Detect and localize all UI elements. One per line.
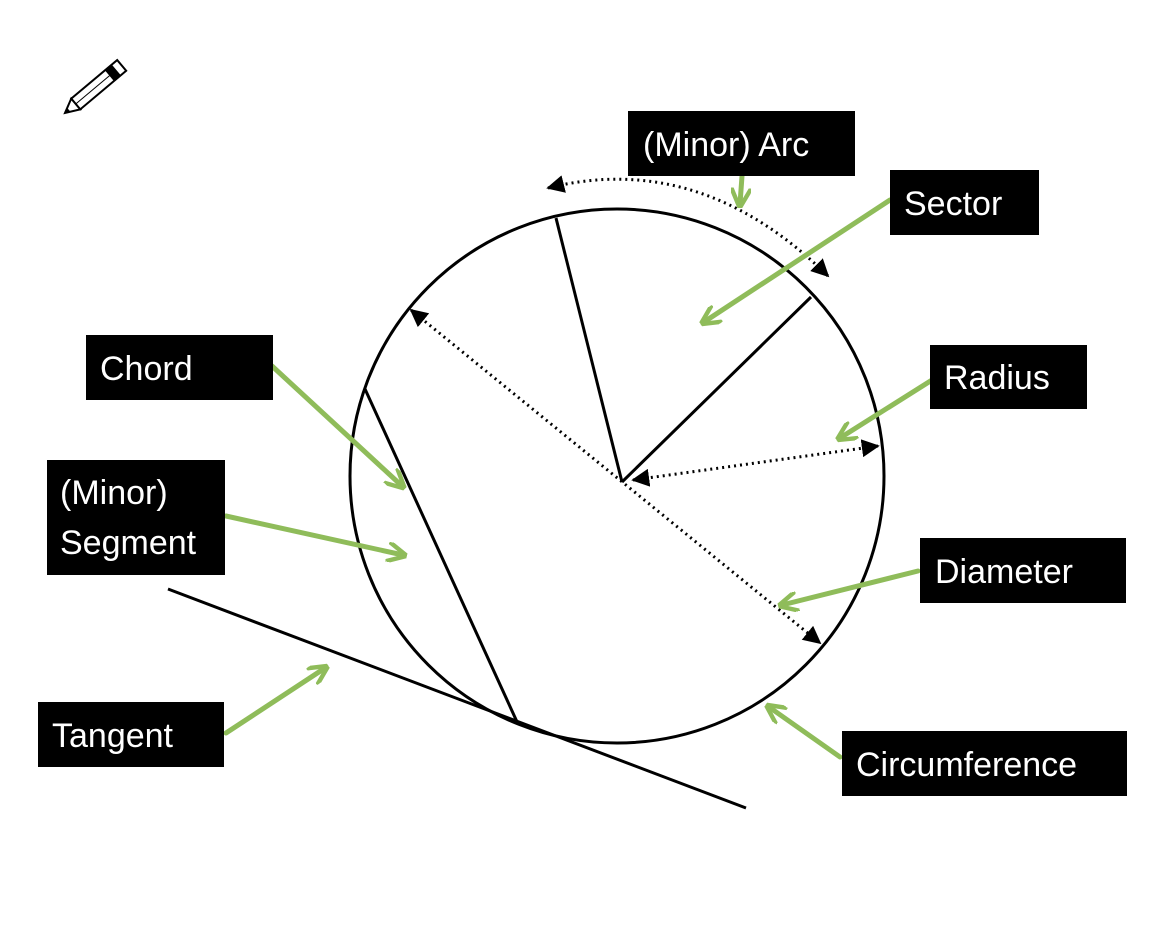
label-radius-text: Radius xyxy=(944,359,1050,397)
label-minor-segment: (Minor) Segment xyxy=(47,460,225,575)
diameter-dotted-arrow xyxy=(409,308,822,645)
label-minor-arc-text: (Minor) Arc xyxy=(643,126,809,164)
label-sector: Sector xyxy=(890,170,1039,235)
sector-radius-line-b xyxy=(620,295,813,484)
label-diameter: Diameter xyxy=(920,538,1126,603)
diameter-pointer xyxy=(782,568,921,605)
label-tangent: Tangent xyxy=(38,702,224,767)
sector-radius-line-a xyxy=(554,217,624,483)
label-sector-text: Sector xyxy=(904,185,1002,223)
tangent-pointer xyxy=(223,668,325,736)
radius-dotted-arrow xyxy=(631,439,880,487)
label-minor-segment-text-line1: (Minor) xyxy=(60,474,168,512)
label-chord-text: Chord xyxy=(100,350,193,388)
label-chord: Chord xyxy=(86,335,273,400)
circumference-pointer xyxy=(769,707,843,760)
pencil-icon xyxy=(63,58,128,115)
sector-pointer xyxy=(704,197,893,322)
minor-segment-pointer xyxy=(223,513,403,555)
tangent-line xyxy=(167,587,747,810)
label-tangent-text: Tangent xyxy=(52,717,174,755)
label-radius: Radius xyxy=(930,345,1087,409)
label-circumference-text: Circumference xyxy=(856,746,1077,784)
label-circumference: Circumference xyxy=(842,731,1127,796)
label-diameter-text: Diameter xyxy=(935,553,1073,591)
minor-arc-dotted-arrow xyxy=(546,175,830,278)
minor-arc-pointer xyxy=(740,173,742,204)
label-minor-arc: (Minor) Arc xyxy=(628,111,855,176)
label-minor-segment-text-line2: Segment xyxy=(60,524,197,562)
chord-pointer xyxy=(269,363,402,486)
radius-pointer xyxy=(840,377,935,438)
